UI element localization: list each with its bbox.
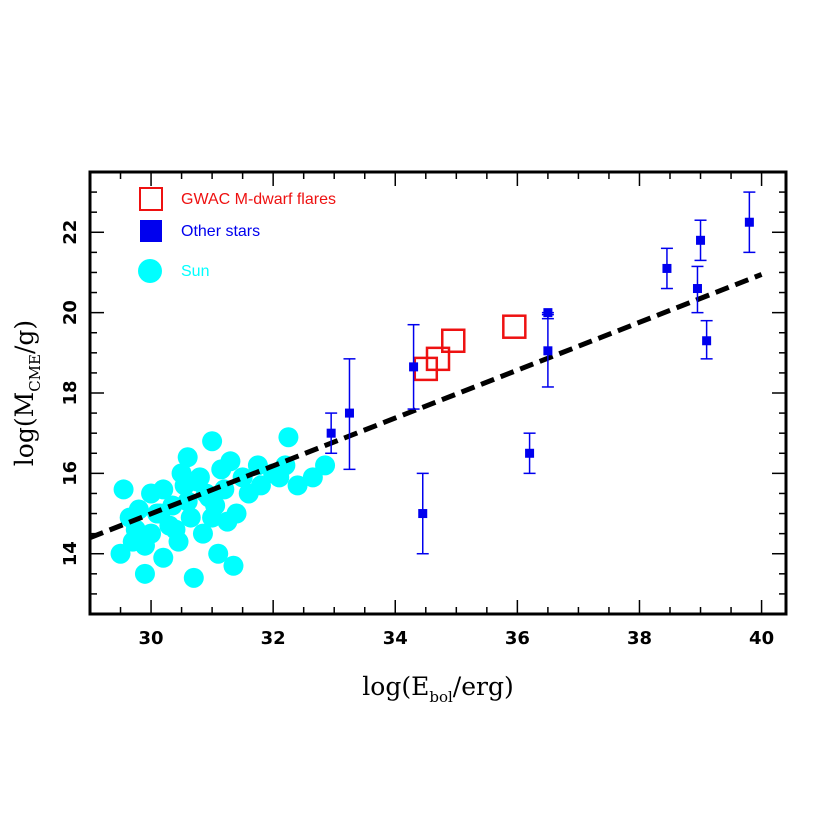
sun-point: [150, 503, 171, 524]
sun-point: [110, 543, 131, 564]
gwac-point: [502, 314, 527, 339]
gwac-point: [425, 346, 451, 372]
y-tick-label: 18: [60, 380, 81, 405]
x-tick-label: 40: [749, 628, 774, 649]
sun-point: [180, 507, 201, 528]
sun-point: [223, 555, 244, 576]
x-tick-label: 34: [383, 628, 408, 649]
gwac-points: [413, 314, 527, 382]
sun-point: [302, 467, 323, 488]
sun-point: [134, 563, 155, 584]
sun-point: [278, 427, 299, 448]
y-tick-label: 22: [60, 220, 81, 245]
legend: GWAC M-dwarf flares Other stars Sun: [138, 187, 336, 283]
x-axis-title: log(Ebol/erg): [362, 672, 513, 706]
other-star-point: [344, 408, 354, 418]
other-star-point: [662, 263, 672, 273]
sun-points: [110, 427, 336, 588]
legend-sun-label: Sun: [181, 263, 209, 280]
other-star-point: [525, 448, 535, 458]
sun-point: [211, 459, 232, 480]
other-star-point: [696, 235, 706, 245]
sun-point: [192, 523, 213, 544]
x-tick-label: 32: [261, 628, 286, 649]
fit-line-group: [89, 272, 763, 540]
fit-line: [89, 272, 763, 540]
sun-point: [153, 479, 174, 500]
other-star-point: [543, 308, 553, 318]
sun-point: [128, 499, 149, 520]
other-star-point: [409, 362, 419, 372]
x-axis: 30 32 34 36 38 40: [119, 172, 774, 649]
y-tick-label: 14: [60, 541, 81, 566]
y-tick-label: 16: [60, 461, 81, 486]
sun-point: [199, 487, 220, 508]
legend-gwac-label: GWAC M-dwarf flares: [181, 191, 336, 208]
sun-point: [177, 447, 198, 468]
y-axis: 14 16 18 20 22: [60, 171, 786, 595]
other-star-point: [543, 346, 553, 356]
sun-point: [174, 475, 195, 496]
x-tick-label: 30: [139, 628, 164, 649]
sun-point: [141, 523, 162, 544]
other-star-point: [418, 509, 428, 519]
sun-point: [250, 475, 271, 496]
sun-point: [183, 567, 204, 588]
sun-point: [247, 455, 268, 476]
gwac-point: [441, 328, 466, 354]
other-star-point: [744, 217, 754, 227]
legend-other-label: Other stars: [181, 223, 260, 240]
other-star-point: [326, 428, 336, 438]
sun-point: [287, 475, 308, 496]
legend-other-marker: [140, 220, 162, 242]
sun-point: [113, 479, 134, 500]
other-star-points: [325, 191, 756, 555]
legend-gwac-marker: [139, 187, 163, 211]
x-tick-label: 36: [505, 628, 530, 649]
sun-point: [202, 431, 223, 452]
x-tick-label: 38: [627, 628, 652, 649]
other-star-point: [692, 284, 702, 294]
y-axis-title: log(MCME/g): [10, 320, 44, 466]
legend-sun-marker: [138, 259, 162, 283]
sun-point: [208, 543, 229, 564]
sun-point: [122, 531, 143, 552]
sun-point: [226, 503, 247, 524]
sun-point: [315, 455, 336, 476]
other-star-point: [702, 336, 712, 346]
sun-point: [153, 547, 174, 568]
y-tick-label: 20: [60, 300, 81, 325]
sun-point: [165, 519, 186, 540]
